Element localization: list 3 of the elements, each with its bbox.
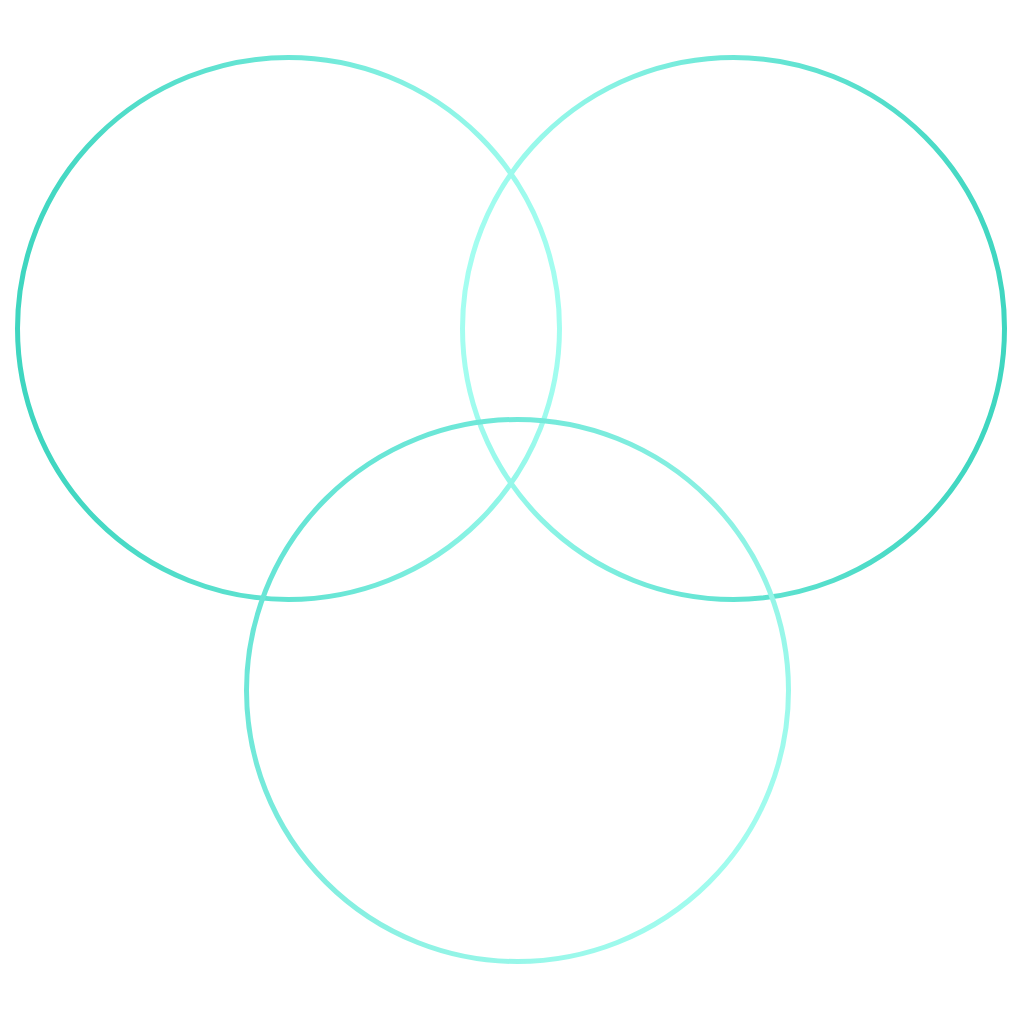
venn-circle: [459, 54, 1007, 602]
venn-circle: [243, 416, 791, 964]
venn-circle: [14, 54, 562, 602]
